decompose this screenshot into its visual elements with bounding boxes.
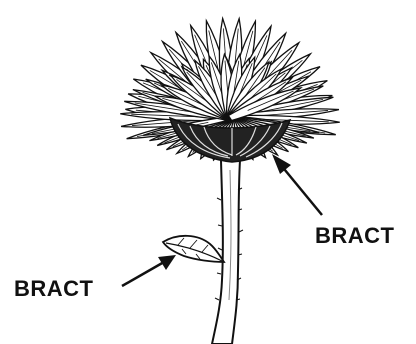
bract-label-lower: BRACT xyxy=(14,276,94,301)
arrow-to-stem-bract xyxy=(122,255,176,286)
arrow-to-involucre xyxy=(272,154,322,215)
bract-label-upper: BRACT xyxy=(315,223,395,248)
